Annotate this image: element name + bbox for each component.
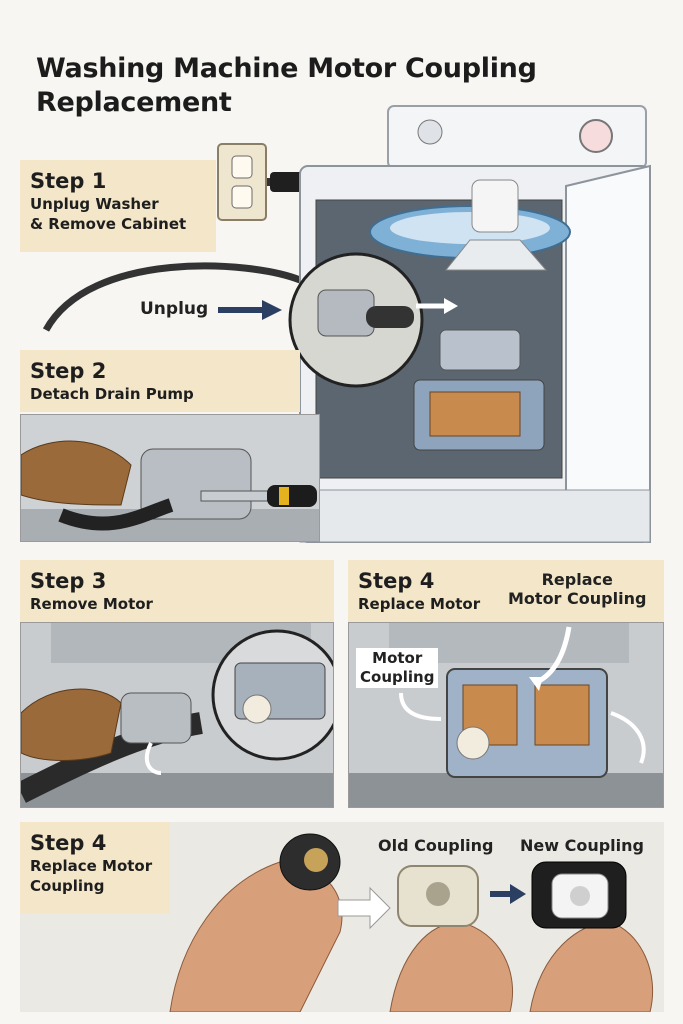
replace-coupling-line1: Replace <box>541 570 613 589</box>
step4b-line2: Coupling <box>30 877 105 895</box>
step2-line1: Detach Drain Pump <box>30 385 194 403</box>
step3-line1: Remove Motor <box>30 595 153 613</box>
page-title: Washing Machine Motor Coupling Replaceme… <box>36 52 596 120</box>
swap-arrow <box>490 884 526 904</box>
page-title-line1: Washing Machine Motor Coupling <box>36 53 537 84</box>
coupling-comparison <box>169 833 654 1012</box>
motor-closeup-circle <box>211 629 333 761</box>
step1-heading: Step 1 <box>30 169 107 193</box>
replace-coupling-line2: Motor Coupling <box>508 589 647 608</box>
step4a-line1: Replace Motor <box>358 595 481 613</box>
step4b-label: Step 4 Replace Motor Coupling <box>20 822 170 914</box>
page-title-line2: Replacement <box>36 87 232 118</box>
unplug-callout: Unplug <box>140 299 209 319</box>
washer-machine <box>299 105 651 544</box>
power-cord <box>42 262 302 332</box>
step2-heading: Step 2 <box>30 359 107 383</box>
step2-panel <box>20 414 320 542</box>
step4b-heading: Step 4 <box>30 831 107 855</box>
gloved-hand <box>21 688 122 761</box>
step4a-panel <box>348 622 664 808</box>
new-coupling-icon <box>531 861 627 929</box>
step4a-label: Step 4 Replace Motor <box>348 560 664 622</box>
step1-line1: Unplug Washer <box>30 195 159 213</box>
motor-coupling-line2: Coupling <box>360 668 435 686</box>
unplug-arrow <box>218 300 282 320</box>
pump-closeup-circle <box>288 252 424 388</box>
motor-coupling-icon <box>456 726 490 760</box>
held-coupling-icon <box>279 833 341 891</box>
motor-coupling-callout: Motor Coupling <box>356 648 439 688</box>
new-coupling-label: New Coupling <box>520 836 644 855</box>
gloved-hand-left <box>21 440 132 506</box>
step3-label: Step 3 Remove Motor <box>20 560 334 622</box>
replace-coupling-callout: Replace Motor Coupling <box>508 570 646 608</box>
wall-outlet-icon <box>217 143 310 221</box>
step1-label: Step 1 Unplug Washer & Remove Cabinet <box>20 160 216 252</box>
old-coupling-label: Old Coupling <box>378 836 494 855</box>
screwdriver-icon <box>200 485 317 507</box>
step2-label: Step 2 Detach Drain Pump <box>20 350 300 412</box>
step1-line2: & Remove Cabinet <box>30 215 187 233</box>
washer-illustration <box>42 105 651 544</box>
old-coupling-icon <box>397 865 479 927</box>
step4b-line1: Replace Motor <box>30 857 153 875</box>
step3-heading: Step 3 <box>30 569 107 593</box>
step3-panel <box>20 622 334 808</box>
motor-coupling-line1: Motor <box>372 649 423 667</box>
step4a-heading: Step 4 <box>358 569 435 593</box>
